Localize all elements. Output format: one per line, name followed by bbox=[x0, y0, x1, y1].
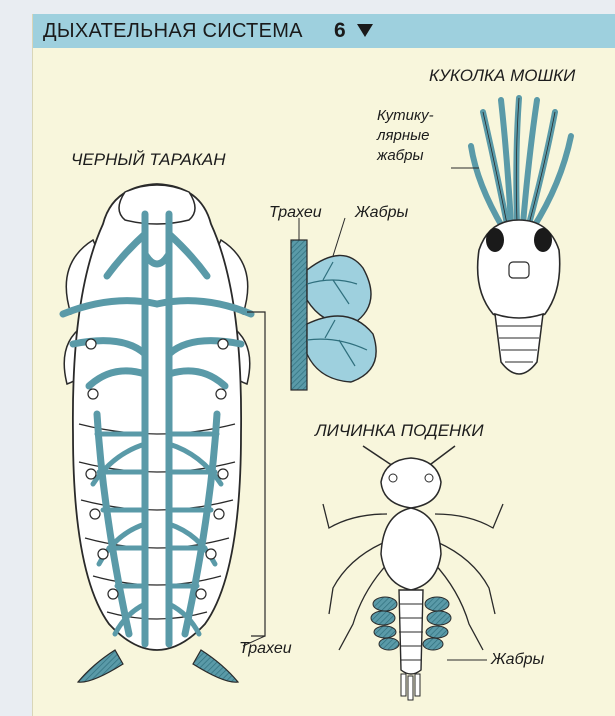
cuticular-gills-label: Кутику-лярные жабры bbox=[377, 106, 467, 166]
blackfly-pupa-label: КУКОЛКА МОШКИ bbox=[429, 66, 575, 86]
trachea-roach-label: Трахеи bbox=[239, 640, 292, 658]
mayfly-larva-drawing bbox=[323, 446, 503, 700]
gills-larva-label: Жабры bbox=[491, 651, 544, 669]
trachea-middle-label: Трахеи bbox=[269, 204, 322, 222]
gills-middle-label: Жабры bbox=[355, 204, 408, 222]
trachea-gill-detail bbox=[291, 218, 376, 390]
cockroach-drawing bbox=[63, 184, 265, 682]
figure-panel: ДЫХАТЕЛЬНАЯ СИСТЕМА 6 bbox=[32, 14, 615, 716]
mayfly-larva-label: ЛИЧИНКА ПОДЕНКИ bbox=[315, 421, 484, 441]
blackfly-pupa-drawing bbox=[451, 98, 571, 374]
cockroach-label: ЧЕРНЫЙ ТАРАКАН bbox=[71, 150, 226, 170]
respiratory-illustration bbox=[33, 14, 615, 716]
